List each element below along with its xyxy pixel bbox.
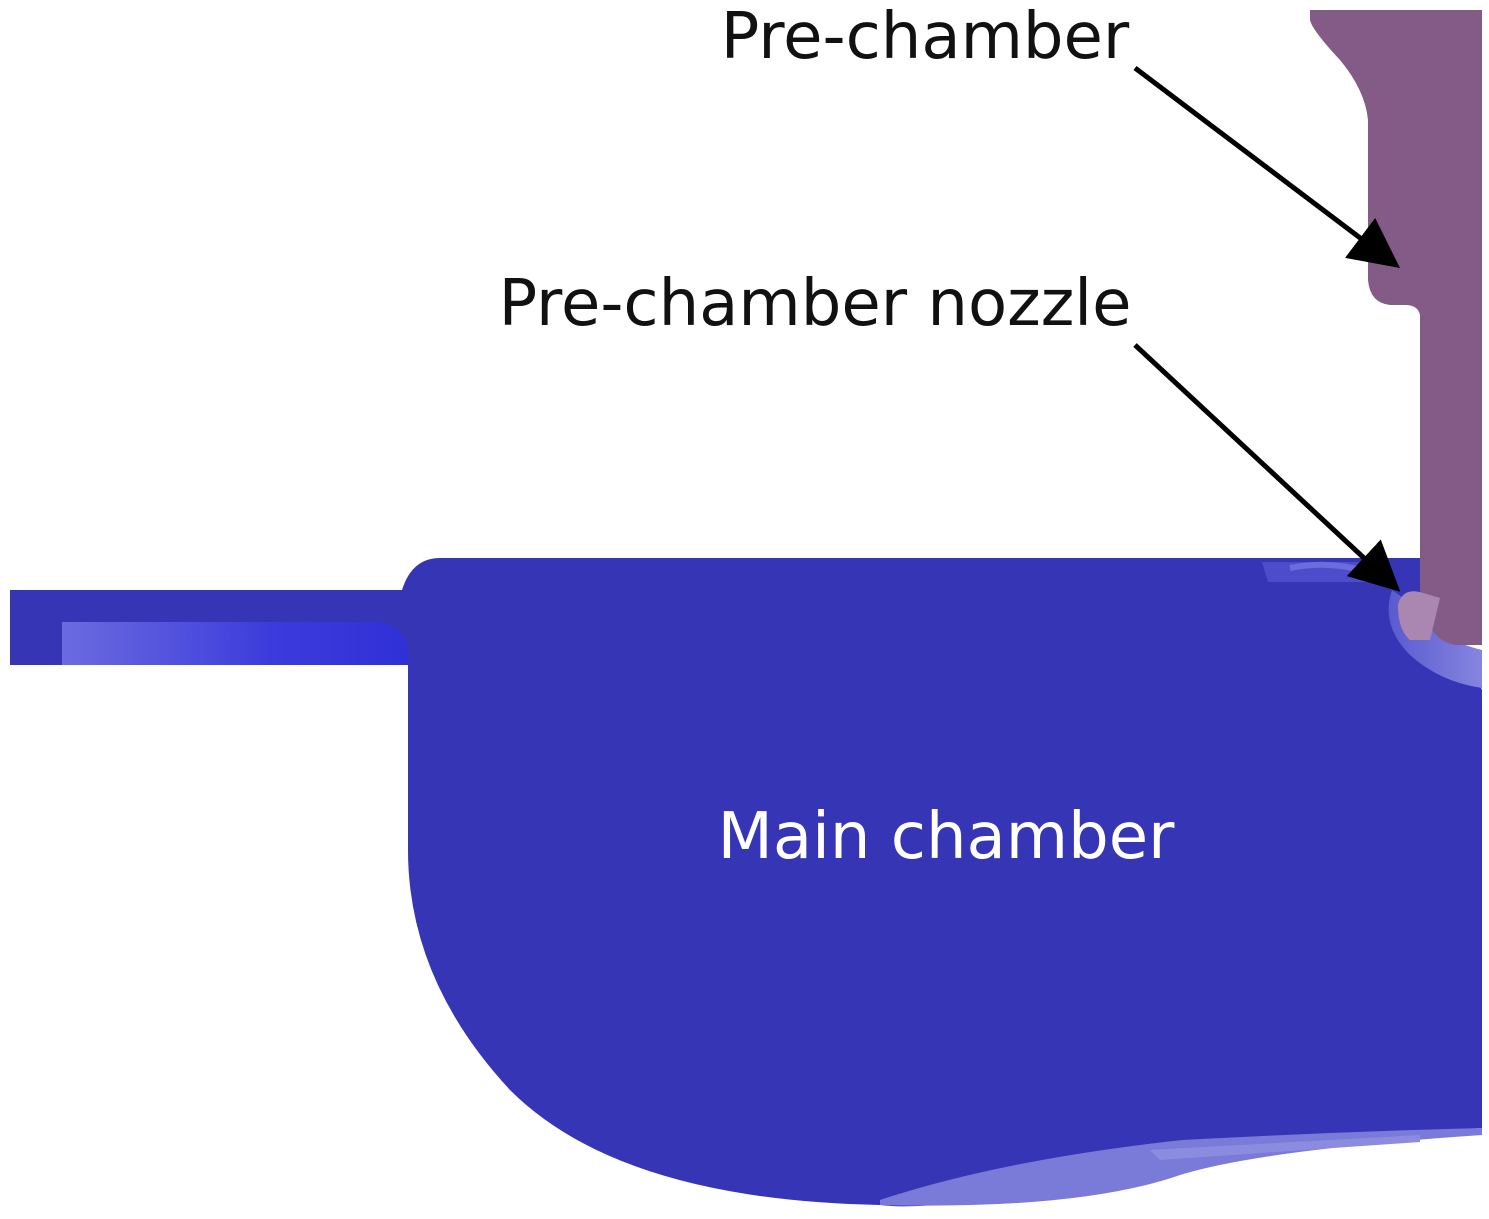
- pre-chamber-arrow: [1133, 66, 1400, 269]
- pre-chamber-nozzle: [1398, 591, 1440, 640]
- pre-chamber-label: Pre-chamber: [721, 0, 1130, 74]
- main-chamber-label: Main chamber: [718, 800, 1175, 874]
- bottom-recess-band: [1150, 1135, 1420, 1160]
- main-chamber-body: [10, 558, 1482, 1207]
- pre-chamber-body: [1310, 10, 1482, 645]
- side-channel: [62, 622, 408, 665]
- pre-chamber-nozzle-label: Pre-chamber nozzle: [499, 267, 1132, 341]
- nozzle-arrow: [1133, 343, 1401, 592]
